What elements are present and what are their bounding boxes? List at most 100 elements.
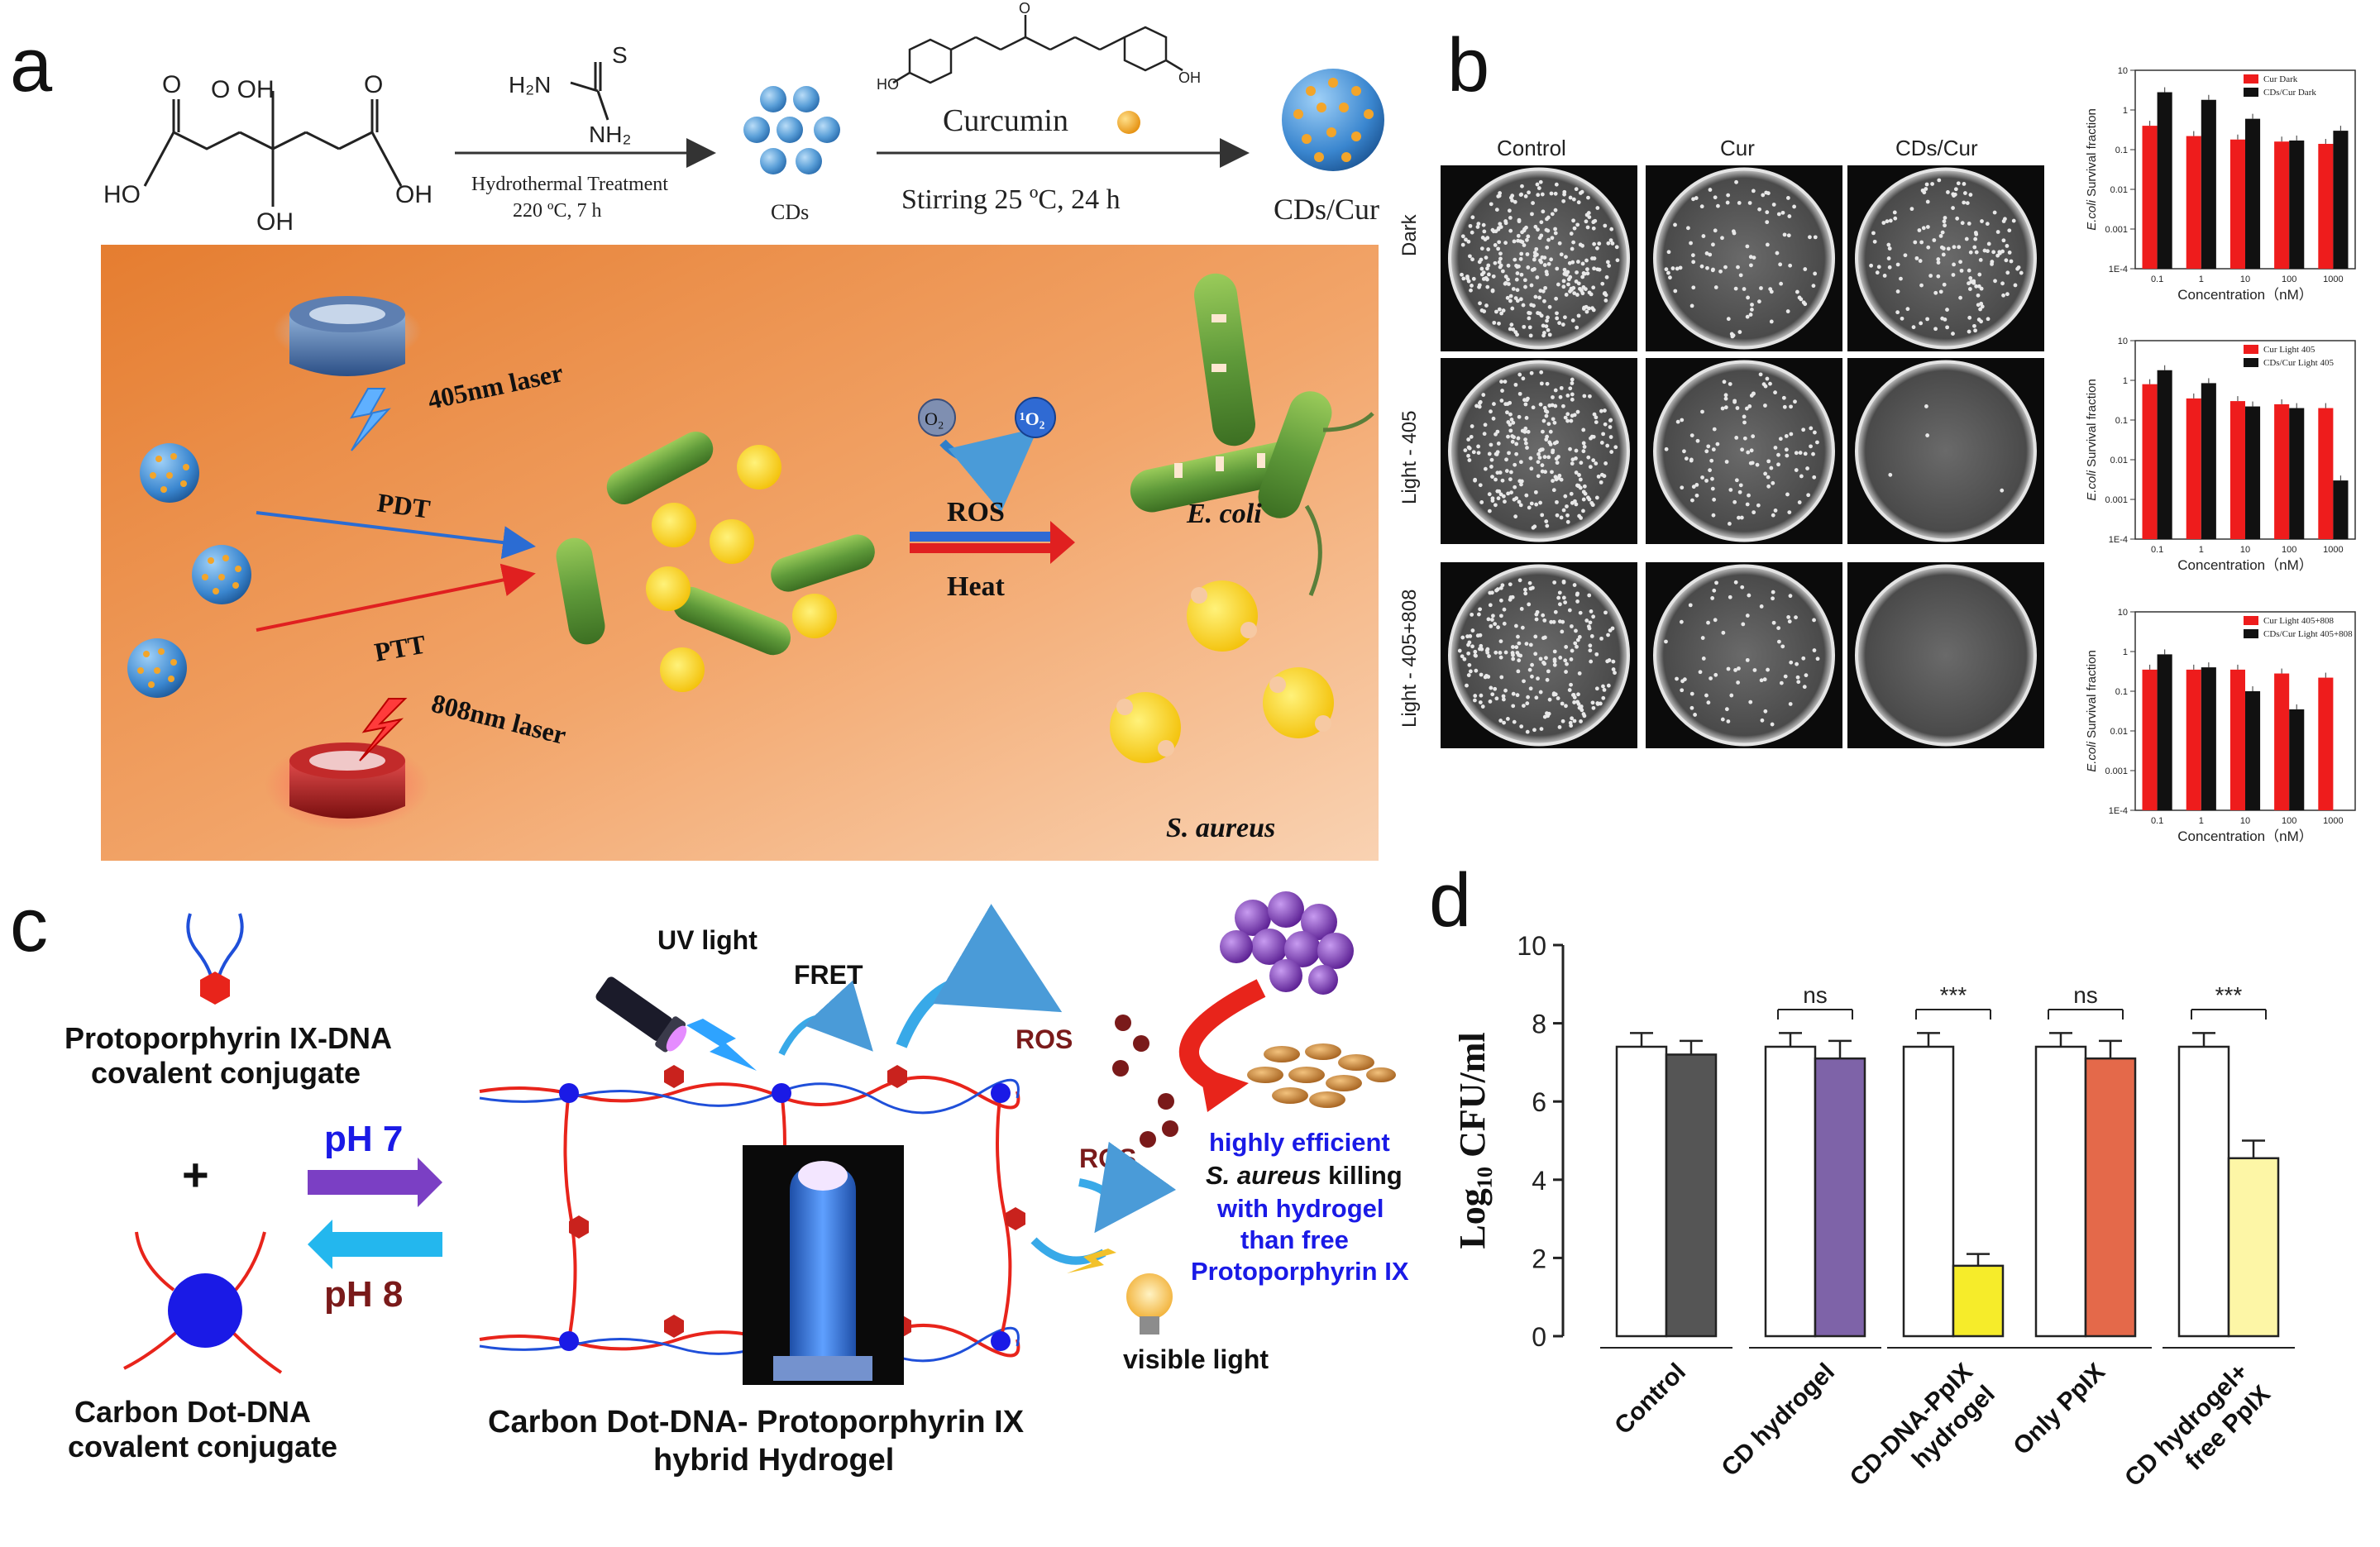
colony [1489, 457, 1494, 462]
saureus-label: S. aureus [1166, 813, 1275, 843]
colony [1514, 645, 1519, 650]
colony [1512, 239, 1517, 244]
colony [1704, 449, 1709, 454]
ros-generation-arrow [896, 904, 1063, 1048]
y-tick-label: 0.001 [2105, 766, 2128, 776]
cdscur-label: CDs/Cur [1274, 193, 1379, 226]
colony [1666, 270, 1670, 275]
colony [1503, 402, 1508, 407]
colony [1577, 513, 1582, 518]
colony [1524, 416, 1529, 420]
colony [1479, 500, 1484, 504]
colony [1706, 700, 1711, 705]
colony [1746, 295, 1751, 300]
colony [1497, 240, 1502, 245]
colony [1470, 284, 1474, 288]
colony [1534, 695, 1539, 700]
colony [1766, 667, 1770, 672]
colony [1675, 266, 1680, 271]
colony [1568, 195, 1573, 200]
colony [1571, 240, 1576, 245]
agar-plate [1448, 167, 1630, 350]
colony [1529, 370, 1534, 375]
colony [1575, 293, 1579, 297]
colony [1805, 466, 1809, 470]
colony [1763, 384, 1768, 389]
colony [1986, 241, 1991, 246]
colony [1560, 322, 1565, 327]
colony [1521, 376, 1526, 381]
colony [1750, 303, 1754, 307]
colony [1499, 380, 1503, 384]
colony [1460, 242, 1465, 247]
colony [1570, 457, 1575, 462]
colony [1737, 201, 1742, 205]
colony [1525, 729, 1530, 734]
colony [1585, 267, 1589, 272]
colony [1515, 271, 1520, 275]
colony [1594, 652, 1599, 657]
colony [1519, 251, 1524, 256]
colony [1534, 502, 1539, 507]
colony [1708, 468, 1712, 473]
colony [1538, 289, 1543, 294]
colony [1496, 625, 1500, 630]
colony [1572, 700, 1577, 704]
colony [1565, 661, 1569, 666]
colony [1689, 458, 1694, 463]
colony [1517, 479, 1522, 484]
colony [1478, 483, 1483, 488]
colony [1689, 241, 1693, 246]
colony [1789, 404, 1793, 409]
y-tick-label: 1 [2123, 647, 2128, 657]
colony [1515, 332, 1519, 337]
colony [1516, 436, 1521, 441]
colony [1506, 420, 1511, 424]
bar [2201, 667, 2216, 810]
colony [1528, 686, 1533, 691]
colony [1871, 231, 1876, 236]
colony [1709, 676, 1713, 680]
colony [1600, 281, 1605, 286]
plate-col-control: Control [1497, 136, 1566, 160]
colony [1551, 691, 1556, 696]
colony [1537, 456, 1542, 461]
y-tick-label: 0.001 [2105, 225, 2128, 235]
colony [1747, 493, 1751, 498]
colony [1503, 650, 1508, 655]
colony [1555, 461, 1560, 466]
colony [1559, 477, 1564, 482]
colony [1545, 381, 1550, 386]
colony [1512, 719, 1517, 724]
colony [1895, 262, 1900, 267]
colony [1610, 241, 1615, 246]
colony [1965, 201, 1970, 206]
colony [1601, 695, 1606, 700]
colony [1779, 680, 1784, 685]
colony [1728, 382, 1732, 386]
colony [1465, 683, 1469, 688]
bar [2333, 480, 2349, 539]
colony [1728, 521, 1732, 526]
colony [1546, 228, 1551, 233]
colony [1799, 474, 1804, 479]
colony [1533, 652, 1538, 657]
colony [1726, 193, 1731, 198]
plate-row-light405: Light - 405 [1398, 411, 1421, 504]
colony [1546, 261, 1551, 266]
colony [1691, 260, 1696, 265]
heat-arrow-red [910, 543, 1050, 553]
colony [1467, 662, 1472, 667]
colony [1575, 644, 1579, 649]
colony [1596, 474, 1601, 479]
hybrid-title-line1: Carbon Dot-DNA- Protoporphyrin IX [488, 1405, 1025, 1440]
colony [1741, 622, 1746, 627]
colony [1763, 403, 1767, 408]
colony [1771, 620, 1776, 625]
legend-label: Cur Light 405 [2263, 345, 2315, 355]
uv-light-icon [595, 976, 687, 1053]
colony [1485, 647, 1490, 652]
colony [1933, 290, 1938, 295]
legend-swatch [2244, 629, 2258, 638]
